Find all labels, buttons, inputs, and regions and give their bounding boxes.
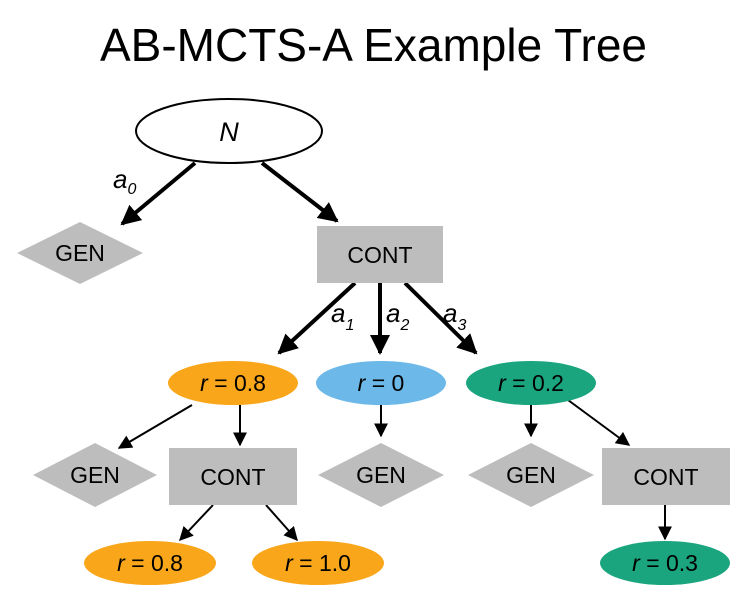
svg-text:CONT: CONT — [347, 242, 412, 268]
svg-text:GEN: GEN — [55, 240, 105, 266]
svg-text:r = 1.0: r = 1.0 — [285, 550, 351, 576]
gen-node-left: GEN — [33, 443, 157, 507]
root-node: N — [135, 98, 323, 164]
svg-text:r = 0: r = 0 — [358, 370, 405, 396]
svg-text:GEN: GEN — [70, 462, 120, 488]
edge-contl-r08 — [179, 504, 214, 542]
svg-text:r = 0.2: r = 0.2 — [498, 370, 564, 396]
reward-node-0.2: r = 0.2 — [466, 361, 596, 405]
cont-node-right: CONT — [602, 448, 730, 505]
edge-r08-gen — [117, 404, 193, 449]
reward-node-0.3: r = 0.3 — [600, 541, 730, 585]
edge-label-a3: a3 — [443, 298, 466, 334]
edge-root-gen — [120, 161, 197, 226]
edge-label-a0: a0 — [113, 164, 136, 198]
cont-node-top: CONT — [317, 226, 443, 283]
reward-node-1.0: r = 1.0 — [252, 541, 384, 585]
reward-node-0: r = 0 — [316, 361, 446, 405]
edge-root-cont — [260, 161, 339, 223]
edge-cont-r08 — [277, 281, 357, 355]
diagram-title: AB-MCTS-A Example Tree — [99, 19, 648, 71]
edge-label-a2: a2 — [386, 298, 409, 334]
gen-node-middle: GEN — [318, 443, 444, 507]
svg-text:GEN: GEN — [356, 462, 406, 488]
svg-text:CONT: CONT — [200, 464, 265, 490]
edge-contl-r10 — [265, 504, 298, 542]
edge-r02-cont — [567, 399, 631, 446]
reward-node-0.8-leaf: r = 0.8 — [84, 541, 216, 585]
root-label: N — [219, 117, 239, 147]
edge-cont-r02 — [403, 281, 478, 355]
reward-node-0.8: r = 0.8 — [168, 361, 298, 405]
edge-label-a1: a1 — [331, 298, 354, 334]
svg-text:r = 0.3: r = 0.3 — [632, 550, 698, 576]
svg-text:CONT: CONT — [633, 464, 698, 490]
gen-node-top: GEN — [17, 222, 143, 284]
svg-text:GEN: GEN — [506, 462, 556, 488]
svg-text:r = 0.8: r = 0.8 — [117, 550, 183, 576]
cont-node-left: CONT — [169, 448, 297, 505]
gen-node-right: GEN — [468, 443, 594, 507]
svg-text:r = 0.8: r = 0.8 — [200, 370, 266, 396]
